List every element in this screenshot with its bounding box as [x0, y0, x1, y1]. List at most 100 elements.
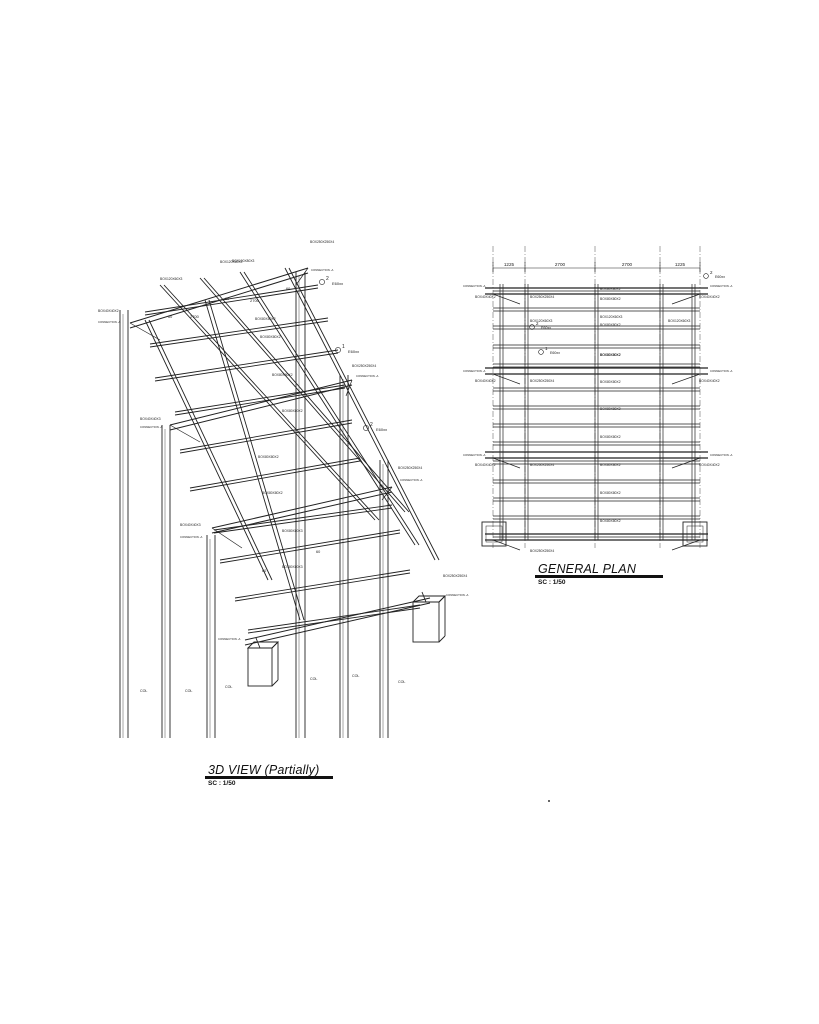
dimension-text: 60	[316, 550, 320, 554]
plan-right-label: BOX40X40X2	[699, 379, 720, 383]
plan-beam-label: BOX250X250X4	[530, 379, 554, 383]
purlin	[154, 352, 339, 382]
plan-beam-label: BOX250X250X4	[530, 295, 554, 299]
plan-member-label: BOX120X60X3	[668, 319, 691, 323]
purlin	[144, 287, 319, 316]
purlin	[149, 320, 329, 348]
3d-view-title-underline	[205, 776, 333, 779]
plan-member-label: BOX80X80X2	[600, 519, 621, 523]
section-label: BOX80X80X3	[282, 529, 303, 533]
plan-knee-brace	[671, 539, 701, 551]
plan-left-label: BOX40X40X2	[475, 295, 496, 299]
plan-connection-label: CONNECTION -A	[463, 284, 486, 288]
plan-member-label: BOX120X60X3	[600, 315, 623, 319]
leader-line	[171, 696, 179, 706]
main-beam	[244, 597, 431, 641]
purlin	[234, 572, 411, 602]
plan-member-label: BOX80X80X2	[600, 435, 621, 439]
base-plate-inner	[686, 525, 704, 543]
section-label: BOX80X80X3	[282, 565, 303, 569]
plan-connection-label: CONNECTION -A	[463, 453, 486, 457]
weld-marker-text: E60xx	[376, 427, 387, 432]
section-label: BOX100X80X3	[232, 259, 255, 263]
base-plate	[682, 521, 708, 547]
purlin	[247, 604, 421, 631]
dimension-text: 60	[225, 297, 229, 301]
planter-post	[421, 591, 427, 603]
section-label: BOX80X80X2	[255, 317, 276, 321]
weld-marker-number: 2	[370, 422, 373, 428]
planter-edge	[438, 635, 446, 643]
purlin	[189, 457, 361, 489]
knee-brace	[129, 322, 161, 341]
3d-view-title: 3D VIEW (Partially)	[208, 763, 320, 777]
purlin	[219, 529, 401, 561]
dimension-text: 2700	[250, 298, 260, 303]
plan-connection-label: CONNECTION -A	[710, 453, 733, 457]
connection-label: CONNECTION -A	[218, 637, 241, 641]
leader-line	[296, 684, 304, 694]
planter-box	[247, 647, 273, 687]
diagonal-rafter	[163, 284, 380, 521]
weld-marker	[363, 425, 369, 431]
plan-beam-label: BOX250X250X4	[530, 549, 554, 553]
purlin	[234, 569, 411, 599]
plan-dimension: 2700	[622, 262, 633, 267]
plan-dimension: 1225	[504, 262, 515, 267]
diagonal-rafter	[159, 284, 376, 521]
section-label: BOX80X80X2	[258, 455, 279, 459]
section-label: BOX120X60X3	[160, 277, 183, 281]
column-label: COL	[185, 689, 192, 693]
plan-dimension: 2700	[555, 262, 566, 267]
base-plate	[481, 521, 507, 547]
leader-line	[338, 681, 346, 691]
section-label: BOX80X80X2	[260, 335, 281, 339]
planter-edge	[271, 679, 279, 687]
section-label: BOX80X80X2	[282, 409, 303, 413]
knee-brace	[345, 379, 353, 397]
plan-weld-text: E60xx	[715, 275, 725, 279]
purlin	[174, 387, 346, 416]
section-label: BOX80X80X2	[262, 491, 283, 495]
plan-weld-number: 1	[545, 346, 548, 351]
diagonal-rafter	[203, 277, 410, 513]
general-plan-drawing	[481, 246, 708, 551]
leader-line	[348, 428, 364, 434]
plan-scale: SC : 1/50	[538, 579, 566, 586]
column-label: COL	[225, 685, 232, 689]
leader-line	[126, 696, 134, 706]
column-label: COL	[140, 689, 147, 693]
dimension-text: 60	[262, 569, 266, 573]
plan-weld-number: 2	[536, 321, 539, 326]
planter-post	[255, 637, 261, 649]
plan-knee-brace	[671, 457, 701, 469]
member-label: BOX250X250X4	[352, 364, 376, 368]
base-plate-inner	[485, 525, 503, 543]
main-beam	[169, 384, 353, 431]
plan-weld-marker	[529, 324, 535, 330]
connection-label: CONNECTION -A	[140, 425, 163, 429]
member-label: BOX250X250X4	[443, 574, 467, 578]
purlin	[179, 422, 353, 454]
member-label: BOX120X60X3	[220, 260, 243, 264]
weld-marker	[335, 347, 341, 353]
purlin	[154, 349, 339, 379]
annotation-labels: BOX100X80X3BOX80X80X2BOX120X60X3BOX80X80…	[98, 240, 733, 706]
diagonal-rafter	[199, 277, 406, 513]
speck	[548, 800, 550, 802]
plan-knee-brace	[492, 373, 521, 385]
weld-marker-number: 2	[326, 276, 329, 282]
weld-marker-text: E60xx	[332, 281, 343, 286]
column-label: COL	[352, 674, 359, 678]
plan-member-label: BOX80X80X2	[600, 353, 621, 357]
planter-edge	[438, 595, 446, 603]
diagonal-rafter	[204, 299, 301, 621]
plan-knee-brace	[671, 373, 701, 385]
plan-member-label: BOX80X80X2	[600, 463, 621, 467]
connection-label: CONNECTION -A	[446, 593, 469, 597]
plan-title-underline	[535, 575, 663, 578]
purlin	[179, 419, 353, 451]
3d-view-drawing	[119, 267, 447, 738]
plan-weld-text: E60xx	[550, 351, 560, 355]
